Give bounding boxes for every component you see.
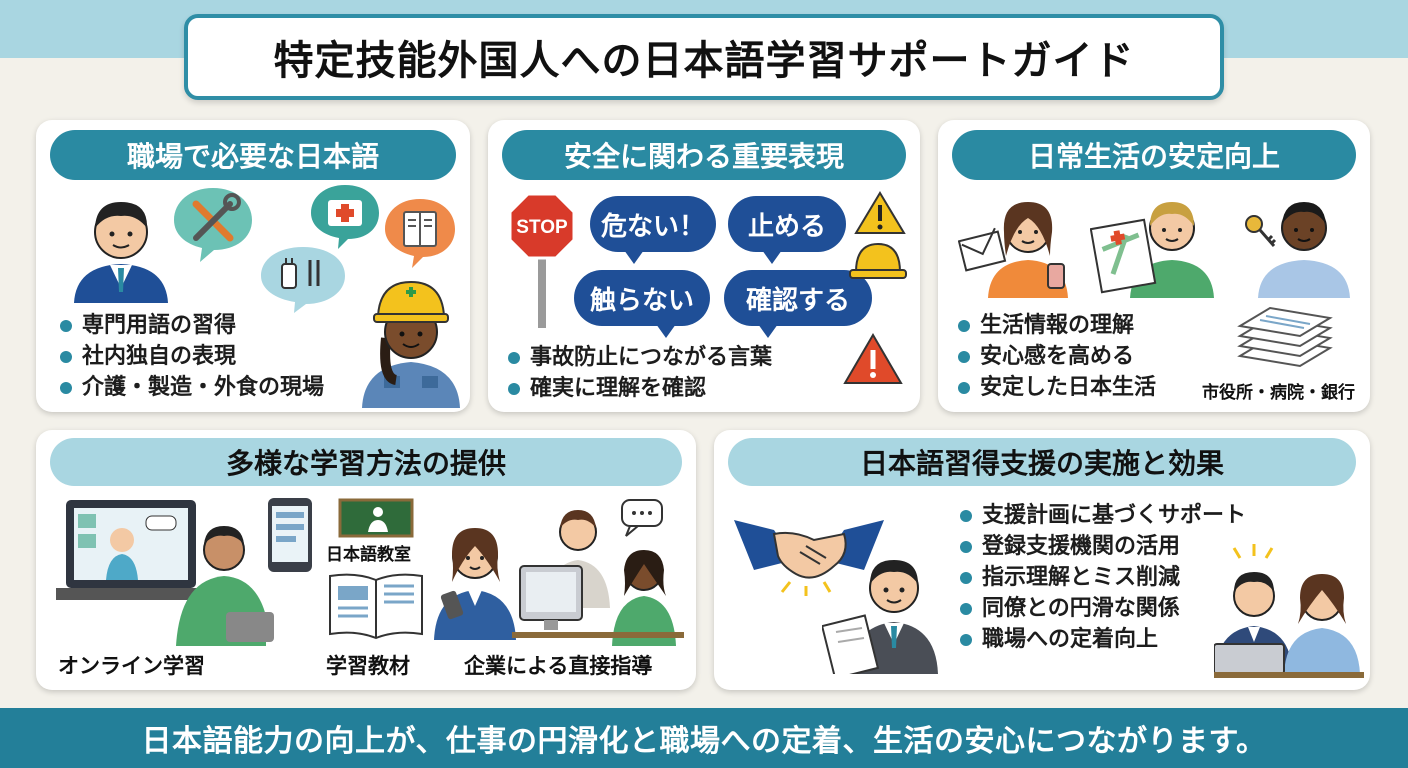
bullet-text: 事故防止につながる言葉	[530, 345, 773, 370]
list-item: 確実に理解を確認	[508, 373, 772, 404]
smartphone-icon	[268, 498, 312, 572]
bullet-text: 職場への定着向上	[982, 627, 1159, 652]
workplace-bullets: 専門用語の習得 社内独自の表現 介護・製造・外食の現場	[60, 310, 324, 403]
first-aid-icon	[311, 185, 379, 249]
bullet-dot	[60, 350, 72, 363]
book-icon	[329, 573, 423, 640]
coworkers-illustration	[1214, 544, 1364, 678]
handshake-icon	[734, 520, 884, 596]
bullet-dot	[508, 351, 520, 364]
businessman-illustration	[74, 202, 168, 303]
safety-heading: 安全に関わる重要表現	[502, 130, 906, 180]
man-with-key-illustration	[1245, 202, 1350, 298]
list-item: 支援計画に基づくサポート	[960, 500, 1246, 531]
list-item: 介護・製造・外食の現場	[60, 372, 324, 403]
daily-bullets: 生活情報の理解 安心感を高める 安定した日本生活	[958, 310, 1156, 403]
places-label: 市役所・病院・銀行	[1202, 383, 1355, 403]
classroom-board-illustration	[338, 498, 414, 538]
helmet-icon	[849, 242, 907, 279]
card-learning-methods: 多様な学習方法の提供 日本語教室	[36, 430, 696, 690]
documents-icon	[1237, 306, 1333, 368]
warning-icon	[843, 333, 903, 384]
bullet-dot	[60, 381, 72, 394]
card-daily-life: 日常生活の安定向上	[938, 120, 1370, 412]
daily-heading: 日常生活の安定向上	[952, 130, 1356, 180]
method-label-materials: 学習教材	[326, 654, 410, 678]
list-item: 専門用語の習得	[60, 310, 324, 341]
key-icon	[1245, 215, 1277, 247]
classroom-label: 日本語教室	[326, 545, 411, 565]
bullet-text: 支援計画に基づくサポート	[982, 503, 1247, 528]
tools-icon	[174, 188, 252, 262]
phrase-bubble-stop: 止める	[728, 196, 846, 264]
woman-with-phone-illustration	[434, 528, 516, 640]
card-safety: 安全に関わる重要表現 STOP 危ない！ 止める 触らない 確認する 事故防止に…	[488, 120, 920, 412]
bullet-dot	[958, 319, 970, 332]
bullet-text: 生活情報の理解	[980, 313, 1135, 338]
bullet-dot	[960, 540, 972, 553]
list-item: 安心感を高める	[958, 341, 1156, 372]
letter-icon	[958, 227, 1007, 272]
card-workplace: 職場で必要な日本語	[36, 120, 470, 412]
direct-instruction-illustration	[512, 499, 684, 646]
bullet-text: 指示理解とミス削減	[982, 565, 1181, 590]
bullet-dot	[958, 350, 970, 363]
bullet-dot	[960, 571, 972, 584]
methods-heading: 多様な学習方法の提供	[50, 438, 682, 486]
list-item: 同僚との円滑な関係	[960, 593, 1246, 624]
footer-band: 日本語能力の向上が、仕事の円滑化と職場への定着、生活の安心につながります。	[0, 708, 1408, 768]
woman-with-letter-illustration	[958, 202, 1068, 298]
stop-sign-text: STOP	[516, 217, 568, 238]
menu-icon	[385, 199, 455, 268]
bullet-dot	[958, 381, 970, 394]
man-with-map-illustration	[1090, 202, 1214, 298]
phrase-bubble-confirm: 確認する	[724, 270, 872, 338]
title-box: 特定技能外国人への日本語学習サポートガイド	[184, 14, 1224, 100]
list-item: 安定した日本生活	[958, 372, 1156, 403]
list-item: 生活情報の理解	[958, 310, 1156, 341]
map-icon	[1090, 218, 1157, 294]
bullet-text: 同僚との円滑な関係	[982, 596, 1180, 621]
support-heading: 日本語習得支援の実施と効果	[728, 438, 1356, 486]
plug-icon	[261, 247, 345, 313]
footer-message: 日本語能力の向上が、仕事の円滑化と職場への定着、生活の安心につながります。	[141, 724, 1267, 759]
bullet-text: 確実に理解を確認	[530, 376, 707, 401]
bullet-text: 登録支援機関の活用	[982, 534, 1181, 559]
bullet-text: 安心感を高める	[980, 344, 1135, 369]
online-learning-illustration	[56, 498, 312, 646]
method-label-online: オンライン学習	[58, 654, 205, 678]
page-title: 特定技能外国人への日本語学習サポートガイド	[273, 38, 1135, 84]
list-item: 社内独自の表現	[60, 341, 324, 372]
list-item: 指示理解とミス削減	[960, 562, 1246, 593]
workplace-heading: 職場で必要な日本語	[50, 130, 456, 180]
bullet-dot	[960, 633, 972, 646]
support-bullets: 支援計画に基づくサポート 登録支援機関の活用 指示理解とミス削減 同僚との円滑な…	[960, 500, 1246, 655]
method-label-direct: 企業による直接指導	[464, 654, 653, 678]
bullet-dot	[960, 602, 972, 615]
card-support-effects: 日本語習得支援の実施と効果 支援計画に基づくサポート 登録支援機関の活用 指示理…	[714, 430, 1370, 690]
warning-icon	[854, 191, 906, 234]
laptop-icon	[56, 500, 214, 600]
bullet-dot	[508, 382, 520, 395]
phrase-bubble-danger: 危ない！	[590, 196, 716, 264]
bullet-dot	[60, 319, 72, 332]
worker-icon	[362, 280, 460, 408]
list-item: 職場への定着向上	[960, 624, 1246, 655]
safety-bullets: 事故防止につながる言葉 確実に理解を確認	[508, 342, 772, 404]
list-item: 事故防止につながる言葉	[508, 342, 772, 373]
bullet-dot	[960, 509, 972, 522]
businessman-with-document-illustration	[822, 560, 938, 674]
bullet-text: 安定した日本生活	[980, 375, 1157, 400]
bullet-text: 社内独自の表現	[82, 344, 237, 369]
stop-sign-icon: STOP	[508, 192, 576, 328]
bullet-text: 専門用語の習得	[82, 313, 237, 338]
bullet-text: 介護・製造・外食の現場	[82, 375, 325, 400]
phrase-bubble-dont-touch: 触らない	[574, 270, 710, 338]
list-item: 登録支援機関の活用	[960, 531, 1246, 562]
